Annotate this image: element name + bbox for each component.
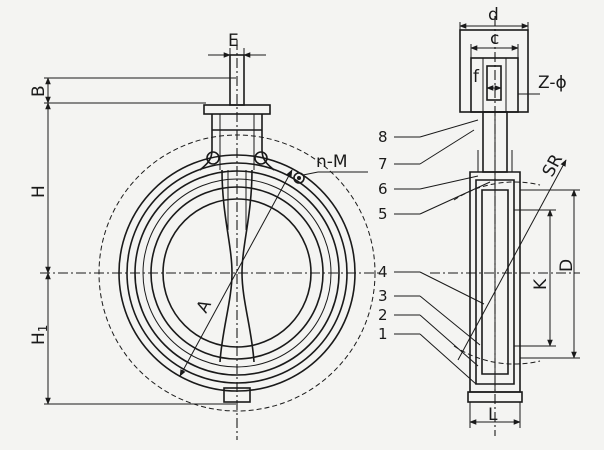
valve-body-rings (98, 134, 376, 412)
dimension-d (459, 22, 529, 30)
label-D: D (557, 259, 577, 272)
dimension-A-line (179, 169, 293, 377)
bolt-hole (293, 172, 305, 184)
part-number-2: 2 (378, 306, 388, 324)
SR-arc (453, 181, 541, 201)
label-d: d (488, 5, 499, 25)
label-L: L (488, 405, 498, 425)
label-H: H (29, 185, 49, 198)
dimension-K (514, 209, 556, 347)
part-number-8: 8 (378, 128, 388, 146)
side-view: d c f Z-ϕ SR D K L 8 7 6 5 4 3 2 1 (378, 5, 580, 436)
dimension-D (520, 189, 580, 359)
part-number-4: 4 (378, 263, 388, 281)
label-n-M: n-M (316, 152, 348, 172)
front-view: E B H H1 A n-M (29, 31, 380, 440)
label-f: f (473, 67, 480, 87)
bottom-boss (223, 387, 251, 403)
label-H1: H1 (29, 325, 50, 345)
label-Z-phi: Z-ϕ (538, 73, 567, 93)
part-leaders (394, 119, 491, 385)
label-E: E (228, 31, 239, 51)
label-SR: SR (539, 151, 567, 181)
neck-and-flange (199, 54, 275, 171)
nM-leader (302, 171, 319, 176)
SR-line (457, 159, 567, 361)
label-c: c (490, 29, 499, 49)
dimension-L (469, 402, 521, 428)
part-number-1: 1 (378, 325, 388, 343)
part-number-7: 7 (378, 155, 388, 173)
dimension-E (208, 48, 266, 62)
part-number-3: 3 (378, 287, 388, 305)
dimension-c (470, 44, 519, 58)
part-number-6: 6 (378, 180, 388, 198)
label-B: B (29, 85, 49, 97)
label-A: A (193, 296, 216, 316)
label-K: K (531, 278, 551, 290)
part-number-5: 5 (378, 205, 388, 223)
